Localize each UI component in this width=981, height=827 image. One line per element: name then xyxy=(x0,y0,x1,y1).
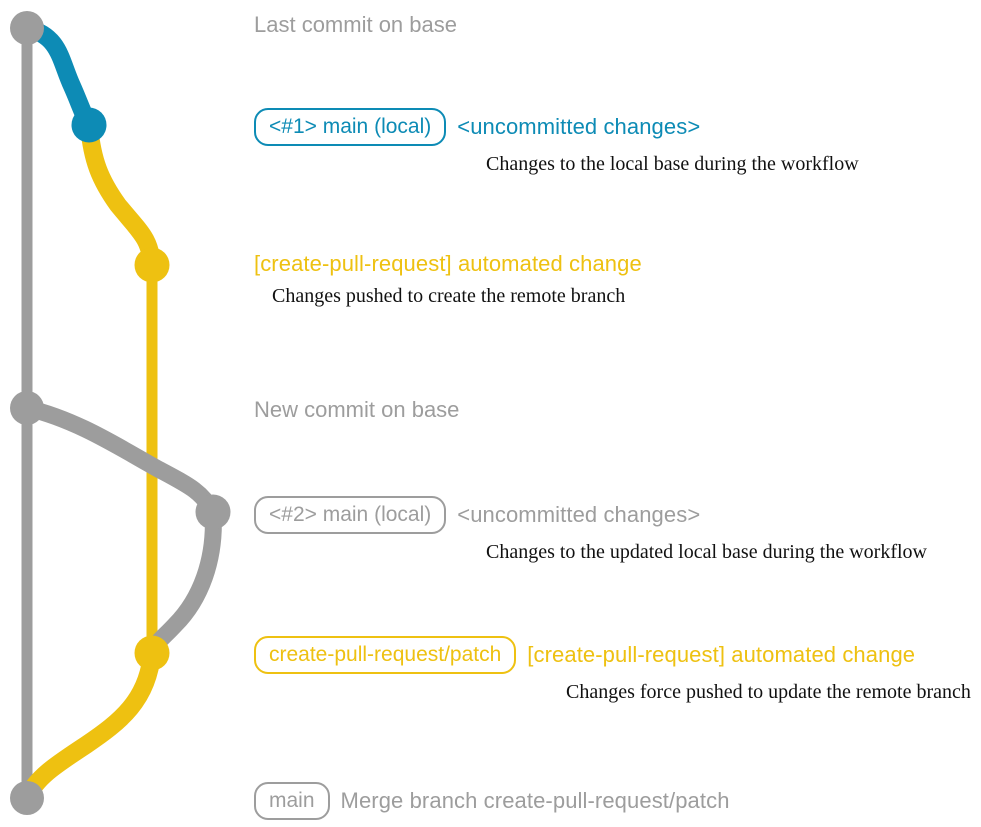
local-to-patch-line-2 xyxy=(143,503,222,662)
patch-branch-line-1 xyxy=(80,116,161,274)
commit-description-patch-2: Changes force pushed to update the remot… xyxy=(566,681,971,703)
commit-row-patch-1: [create-pull-request] automated change C… xyxy=(254,250,642,308)
commit-node-patch-2 xyxy=(134,635,170,671)
commit-description-local-1: Changes to the local base during the wor… xyxy=(486,153,859,175)
commit-node-patch-1 xyxy=(134,247,170,283)
commit-subject-merge: Merge branch create-pull-request/patch xyxy=(340,788,730,813)
commit-node-base-merge xyxy=(10,781,44,815)
commit-subject-patch-2: [create-pull-request] automated change xyxy=(527,642,916,667)
branch-label-local-2[interactable]: <#2> main (local) xyxy=(254,496,447,534)
local-branch-line-2 xyxy=(18,399,222,521)
commit-subject-last-commit-on-base: Last commit on base xyxy=(254,12,457,37)
branch-label-main[interactable]: main xyxy=(254,782,330,820)
commit-subject-patch-1: [create-pull-request] automated change xyxy=(254,251,642,276)
commit-description-patch-1: Changes pushed to create the remote bran… xyxy=(272,285,626,307)
branch-label-patch-2[interactable]: create-pull-request/patch xyxy=(254,636,517,674)
commit-row-new-commit-on-base: New commit on base xyxy=(254,396,459,424)
commit-row-local-2: <#2> main (local) <uncommitted changes> … xyxy=(254,496,927,564)
commit-row-merge: main Merge branch create-pull-request/pa… xyxy=(254,782,730,820)
commit-subject-local-2: <uncommitted changes> xyxy=(457,502,701,527)
commit-row-last-commit-on-base: Last commit on base xyxy=(254,11,457,39)
commit-description-local-2: Changes to the updated local base during… xyxy=(486,541,927,563)
commit-node-base-new xyxy=(10,391,44,425)
commit-node-local-2 xyxy=(195,494,231,530)
commit-row-patch-2: create-pull-request/patch [create-pull-r… xyxy=(254,636,971,704)
commit-row-local-1: <#1> main (local) <uncommitted changes> … xyxy=(254,108,859,176)
branch-label-local-1[interactable]: <#1> main (local) xyxy=(254,108,447,146)
commit-subject-local-1: <uncommitted changes> xyxy=(457,114,701,139)
patch-merge-line xyxy=(18,644,161,807)
commit-node-base-last xyxy=(10,11,44,45)
commit-node-local-1 xyxy=(71,107,107,143)
commit-subject-new-commit-on-base: New commit on base xyxy=(254,397,460,422)
